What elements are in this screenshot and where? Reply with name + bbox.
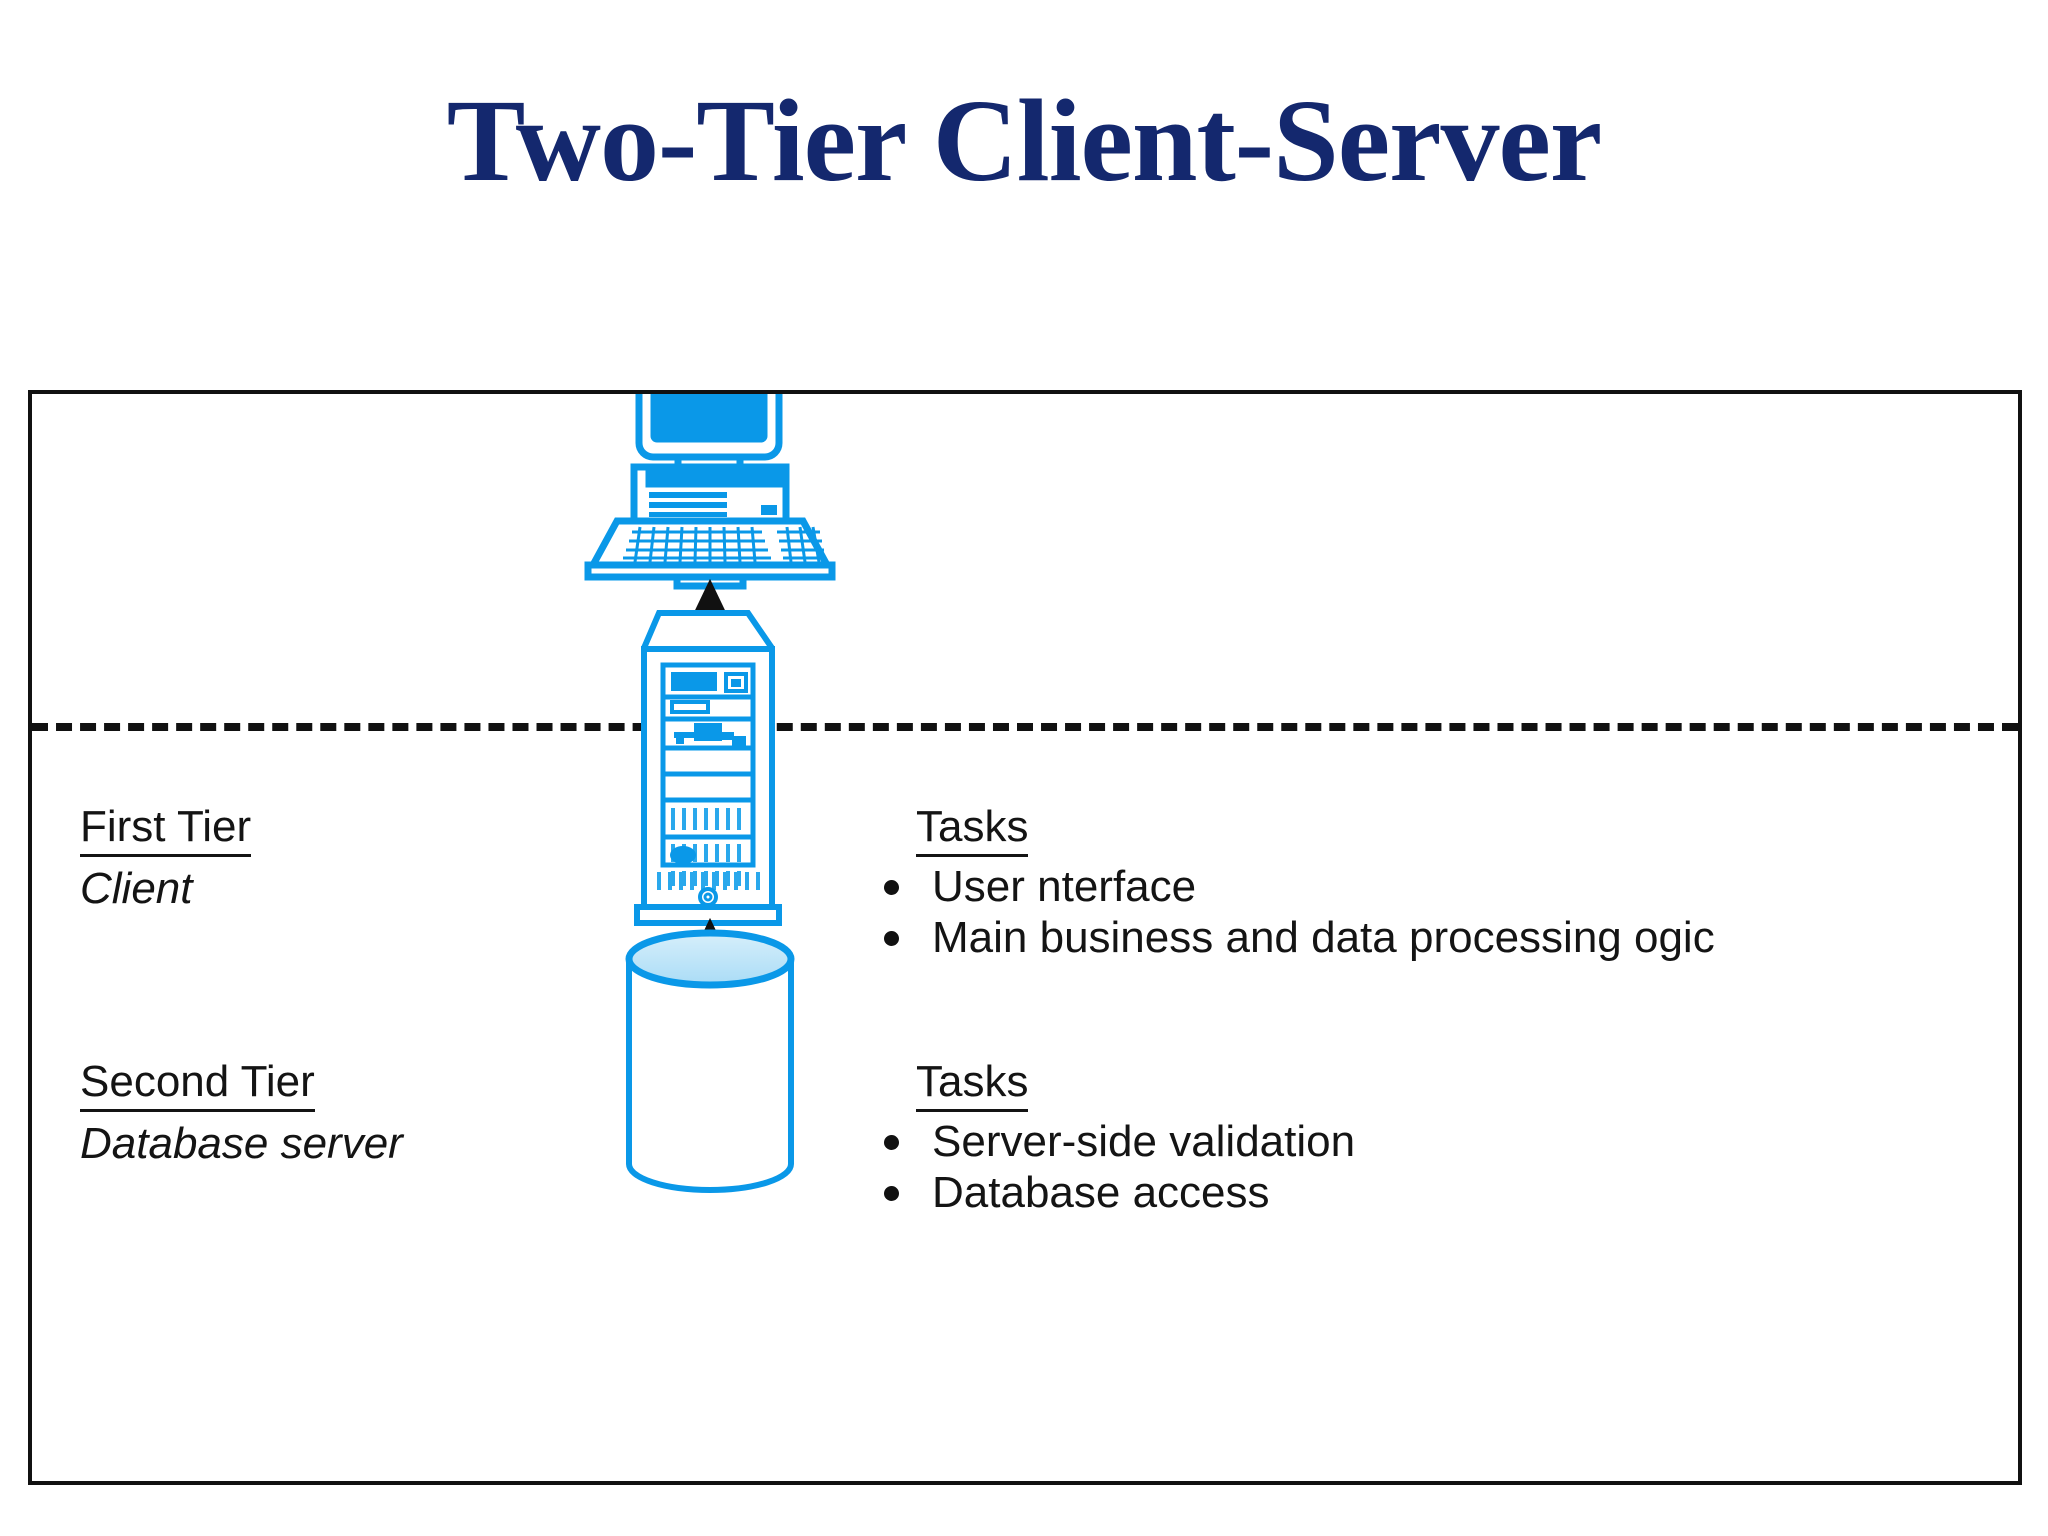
task-item: Server-side validation xyxy=(876,1117,1355,1167)
first-tier-label: First Tier xyxy=(80,803,252,858)
bullet-icon xyxy=(884,1135,899,1150)
diagram-frame: First Tier Client Tasks User nterface Ma… xyxy=(28,390,2022,1485)
server-database-link xyxy=(687,917,733,1003)
second-tier-role: Database server xyxy=(80,1119,403,1168)
client-server-link xyxy=(687,578,733,712)
first-tier-tasks-heading: Tasks xyxy=(916,803,1029,858)
second-tier-tasks-heading: Tasks xyxy=(916,1058,1029,1113)
task-item: Database access xyxy=(876,1168,1355,1218)
second-tier-label: Second Tier xyxy=(80,1058,315,1113)
page-title: Two-Tier Client-Server xyxy=(446,75,1602,206)
bullet-icon xyxy=(884,1186,899,1201)
bullet-icon xyxy=(884,880,899,895)
bullet-icon xyxy=(884,931,899,946)
first-tier-role: Client xyxy=(80,864,193,913)
database-cylinder-icon xyxy=(625,929,795,1193)
task-text: User nterface xyxy=(932,862,1197,911)
server-tower-icon xyxy=(634,610,782,926)
second-tier-task-list: Server-side validation Database access xyxy=(876,1117,1355,1219)
tier-divider xyxy=(32,723,2018,731)
task-item: Main business and data processing ogic xyxy=(876,913,1715,963)
task-text: Database access xyxy=(932,1168,1270,1217)
task-text: Main business and data processing ogic xyxy=(932,913,1715,962)
desktop-computer-icon xyxy=(584,394,836,590)
task-item: User nterface xyxy=(876,862,1715,912)
task-text: Server-side validation xyxy=(932,1117,1356,1166)
first-tier-task-list: User nterface Main business and data pro… xyxy=(876,862,1715,964)
